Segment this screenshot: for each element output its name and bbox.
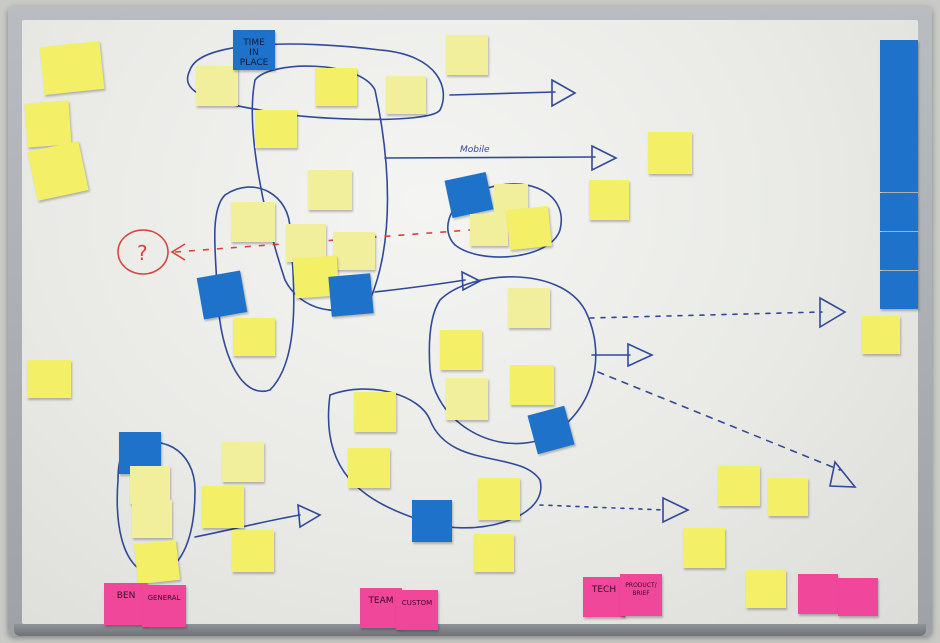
sticky-note bbox=[222, 442, 264, 482]
sticky-note bbox=[202, 486, 244, 528]
sticky-note bbox=[880, 193, 918, 231]
sticky-note bbox=[348, 448, 390, 488]
arrow-line-mobile bbox=[384, 156, 596, 159]
sticky-note bbox=[880, 154, 918, 192]
sticky-note bbox=[328, 273, 374, 317]
sticky-note bbox=[880, 78, 918, 116]
arrowhead-circle bbox=[627, 342, 654, 368]
sticky-note bbox=[134, 539, 180, 585]
sticky-note bbox=[130, 466, 170, 504]
sticky-note-custom: CUSTOM bbox=[396, 590, 438, 630]
sticky-note bbox=[196, 66, 238, 106]
sticky-note bbox=[510, 365, 554, 405]
mobile-handwritten-label: Mobile bbox=[460, 145, 490, 155]
sticky-note bbox=[838, 578, 878, 616]
sticky-note-tech: TECH bbox=[583, 577, 625, 617]
sticky-note bbox=[231, 202, 275, 242]
sticky-note bbox=[440, 330, 482, 370]
marker-tray bbox=[14, 624, 926, 636]
sticky-note-product-brief: PRODUCT/ BRIEF bbox=[620, 574, 662, 616]
sticky-note bbox=[333, 232, 375, 270]
cluster-bottom-center-outline bbox=[327, 388, 542, 529]
sticky-note bbox=[446, 378, 488, 420]
sticky-note bbox=[412, 500, 452, 542]
arrowhead-mobile bbox=[591, 144, 618, 172]
sticky-note bbox=[446, 35, 488, 75]
sticky-note bbox=[233, 318, 275, 356]
sticky-note bbox=[508, 288, 550, 328]
sticky-note bbox=[683, 528, 725, 568]
sticky-note bbox=[24, 100, 72, 148]
sticky-note bbox=[589, 180, 629, 220]
arrow-line-bottom-dotted bbox=[539, 504, 666, 511]
sticky-note-team: TEAM bbox=[360, 588, 402, 628]
arrowhead-diagonal bbox=[829, 460, 857, 488]
sticky-note bbox=[315, 68, 357, 106]
sticky-note bbox=[308, 170, 352, 210]
sticky-note bbox=[39, 40, 105, 96]
arrow-line-top bbox=[449, 91, 556, 96]
question-mark: ? bbox=[137, 241, 148, 265]
arrowhead-right-top bbox=[819, 296, 847, 329]
sticky-note bbox=[27, 141, 89, 201]
sticky-note-general: GENERAL bbox=[142, 585, 186, 627]
red-arrowhead bbox=[170, 243, 186, 261]
sticky-note bbox=[354, 392, 396, 432]
sticky-note bbox=[880, 40, 918, 78]
cluster-center-outline bbox=[446, 183, 563, 258]
arrowhead-bottom bbox=[662, 496, 690, 524]
arrow-line-diagonal-dotted bbox=[597, 371, 841, 471]
sticky-note bbox=[746, 570, 786, 608]
sticky-note bbox=[196, 270, 248, 320]
question-circle bbox=[117, 229, 169, 275]
sticky-note bbox=[880, 271, 918, 309]
sticky-note bbox=[506, 205, 552, 251]
sticky-note bbox=[648, 132, 692, 174]
sticky-note bbox=[474, 534, 514, 572]
sticky-note bbox=[862, 316, 900, 354]
arrow-line-right-dotted bbox=[589, 311, 823, 319]
sticky-note bbox=[798, 574, 838, 614]
sticky-note bbox=[386, 76, 426, 114]
sticky-note bbox=[255, 110, 297, 148]
sticky-note bbox=[27, 360, 71, 398]
sticky-note bbox=[768, 478, 808, 516]
sticky-note bbox=[880, 232, 918, 270]
arrow-line-lower-left bbox=[194, 514, 301, 538]
sticky-note bbox=[880, 116, 918, 154]
cluster-lower-left-outline bbox=[213, 186, 295, 393]
sticky-note bbox=[232, 530, 274, 572]
arrowhead-top bbox=[551, 78, 577, 108]
arrowhead-lower-left bbox=[297, 503, 322, 529]
sticky-note bbox=[478, 478, 520, 520]
arrow-line-middle bbox=[374, 279, 466, 293]
sticky-note bbox=[132, 500, 172, 538]
sticky-note bbox=[470, 214, 508, 246]
sticky-note-ben: BEN bbox=[104, 583, 148, 625]
arrowhead-middle bbox=[461, 270, 482, 292]
sticky-note-time-in-place: TIME IN PLACE bbox=[233, 30, 275, 70]
sticky-note bbox=[718, 466, 760, 506]
